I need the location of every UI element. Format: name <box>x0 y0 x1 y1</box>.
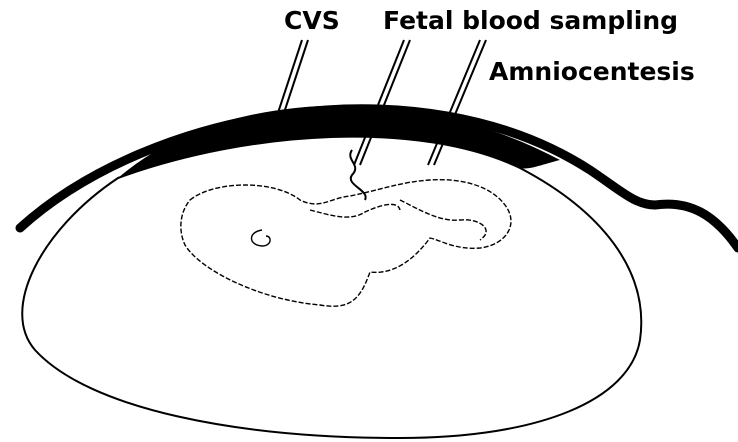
uterus-outline <box>22 137 641 438</box>
fetus-body <box>181 180 511 307</box>
fetus-arm <box>310 204 400 217</box>
placenta <box>118 106 560 178</box>
fetus-ear <box>252 230 271 246</box>
fetus-leg <box>400 200 486 240</box>
fetal-blood-sampling-needle <box>354 40 410 165</box>
fetal-blood-sampling-label: Fetal blood sampling <box>383 8 678 33</box>
cvs-label: CVS <box>284 8 340 33</box>
amniocentesis-label: Amniocentesis <box>489 59 695 84</box>
